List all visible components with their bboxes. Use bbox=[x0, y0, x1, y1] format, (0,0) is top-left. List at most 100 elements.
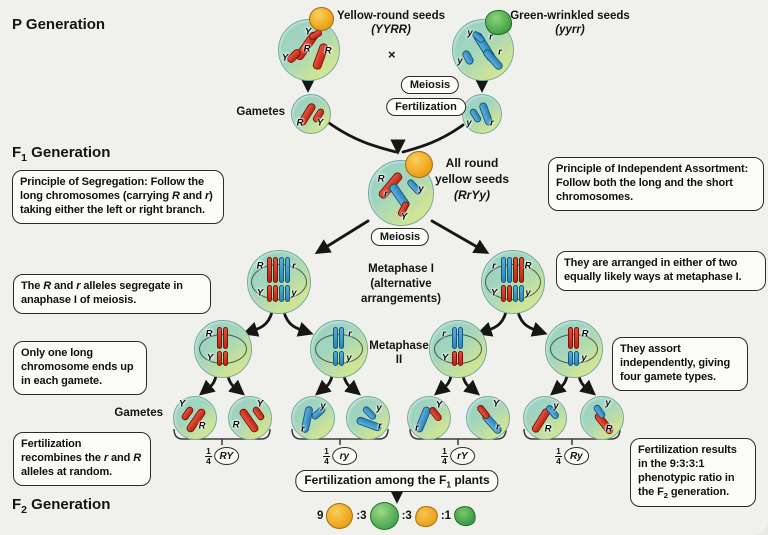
ratio-count: 9 bbox=[316, 510, 324, 522]
f1-seed-caption: All round yellow seeds (RrYy) bbox=[435, 155, 509, 203]
yellow-round-seed-icon bbox=[326, 503, 354, 529]
fork-arrow bbox=[461, 374, 480, 396]
chromosome-label: R bbox=[256, 260, 264, 272]
green-round-seed-icon bbox=[369, 502, 399, 530]
gamete-genotype-circle: ry bbox=[331, 447, 357, 466]
chromosome-label: Y bbox=[441, 352, 449, 364]
chromosome-label: R bbox=[232, 419, 240, 431]
chromosome-label: r bbox=[301, 423, 305, 435]
yellow-round-seed-icon bbox=[309, 7, 334, 31]
gamete-genotype-circle: Ry bbox=[563, 447, 589, 466]
chromosome-label: r bbox=[490, 117, 494, 129]
callout-fertilization-recombines: Fertilization recombines the r and R all… bbox=[13, 432, 151, 486]
chromosome-label: Y bbox=[400, 211, 408, 223]
chromosome-label: Y bbox=[178, 398, 186, 410]
callout-alleles-segregate: The R and r alleles segregate in anaphas… bbox=[13, 274, 211, 314]
p-generation-label: P Generation bbox=[12, 16, 106, 33]
fork-arrow bbox=[434, 374, 453, 396]
parent-left-name: Yellow-round seeds bbox=[337, 10, 445, 22]
chromosome-label: y bbox=[376, 402, 382, 414]
green-wrinkled-seed-icon bbox=[485, 10, 512, 35]
arrow-group bbox=[199, 77, 596, 504]
meiosis-pill-mid: Meiosis bbox=[370, 228, 430, 246]
chromosome-label: r bbox=[348, 328, 352, 340]
chromosome-label: R bbox=[524, 260, 532, 272]
chromosome-r bbox=[332, 327, 344, 349]
arrow bbox=[430, 219, 490, 254]
fork-arrow bbox=[242, 310, 274, 337]
parent-left-genotype: (YYRR) bbox=[371, 24, 411, 36]
chromosome-y bbox=[278, 284, 290, 302]
chromosome-label: Y bbox=[281, 52, 289, 64]
chromosome-label: Y bbox=[256, 398, 264, 410]
meiosis-pill-top: Meiosis bbox=[400, 76, 460, 94]
chromosome-label: y bbox=[525, 287, 531, 299]
chromosome-label: r bbox=[384, 188, 388, 200]
f1-caption-line2: yellow seeds bbox=[434, 172, 510, 186]
f2-generation-label: F2 Generation bbox=[12, 496, 111, 516]
chromosome-label: r bbox=[442, 328, 446, 340]
chromosome-label: Y bbox=[256, 287, 264, 299]
chromosome-label: y bbox=[320, 400, 326, 412]
gamete-genotype-circle: rY bbox=[449, 447, 475, 466]
chromosome-Y bbox=[451, 350, 463, 366]
fork-arrow bbox=[315, 374, 334, 396]
green-wrinkled-seed-icon bbox=[452, 504, 478, 528]
cell-g3 bbox=[291, 396, 335, 440]
chromosome-R bbox=[567, 327, 579, 349]
metaphase1-line3: arrangements) bbox=[361, 293, 441, 305]
chromosome-R bbox=[216, 327, 228, 349]
metaphase2-label: Metaphase II bbox=[369, 339, 428, 367]
chromosome-Y bbox=[500, 284, 512, 302]
chromosome-label: y bbox=[467, 27, 473, 39]
callout-one-long-chromosome: Only one long chromosome ends up in each… bbox=[13, 341, 147, 395]
chromosome-label: y bbox=[418, 183, 424, 195]
bracket bbox=[409, 428, 507, 445]
bracket bbox=[173, 428, 271, 445]
callout-two-equally-likely-ways: They are arranged in either of two equal… bbox=[556, 251, 766, 291]
fork-arrow bbox=[577, 374, 596, 396]
parent-right-genotype: (yyrr) bbox=[555, 24, 585, 36]
chromosome-R bbox=[512, 257, 524, 283]
fertilization-pill: Fertilization bbox=[386, 98, 466, 116]
cell-g4 bbox=[346, 396, 390, 440]
cell-g5 bbox=[407, 396, 451, 440]
f1-genotype: (RrYy) bbox=[453, 188, 491, 202]
bracket-group bbox=[173, 428, 621, 445]
callout-assort-independently: They assort independently, giving four g… bbox=[612, 337, 748, 391]
callout-principle-of-segregation: Principle of Segregation: Follow the lon… bbox=[12, 170, 224, 224]
chromosome-label: r bbox=[489, 31, 493, 43]
ratio-count: :3 bbox=[356, 510, 367, 522]
fork-arrow bbox=[516, 310, 548, 337]
yellow-wrinkled-seed-icon bbox=[413, 504, 440, 528]
fork-arrow bbox=[342, 374, 361, 396]
chromosome-label: y bbox=[466, 117, 472, 129]
chromosome-label: y bbox=[553, 400, 559, 412]
fork-arrow bbox=[550, 374, 569, 396]
chromosome-r bbox=[500, 257, 512, 283]
chromosome-label: R bbox=[296, 117, 304, 129]
chromosome-label: y bbox=[581, 352, 587, 364]
chromosome-label: r bbox=[498, 46, 502, 58]
ratio-count: :3 bbox=[401, 510, 412, 522]
parent-left-title: Yellow-round seeds (YYRR) bbox=[337, 9, 445, 37]
chromosome-label: r bbox=[496, 421, 500, 433]
chromosome-y bbox=[567, 350, 579, 366]
phenotype-ratio-row: 9 :3 :3 :1 bbox=[316, 502, 478, 530]
chromosome-label: Y bbox=[304, 26, 312, 38]
gametes-label-p: Gametes bbox=[236, 106, 285, 118]
chromosome-label: R bbox=[303, 43, 311, 55]
chromosome-y bbox=[512, 284, 524, 302]
ratio-count: :1 bbox=[440, 510, 452, 522]
fork-arrow bbox=[282, 310, 314, 337]
chromosome-label: R bbox=[198, 420, 206, 432]
arrow bbox=[314, 219, 370, 255]
